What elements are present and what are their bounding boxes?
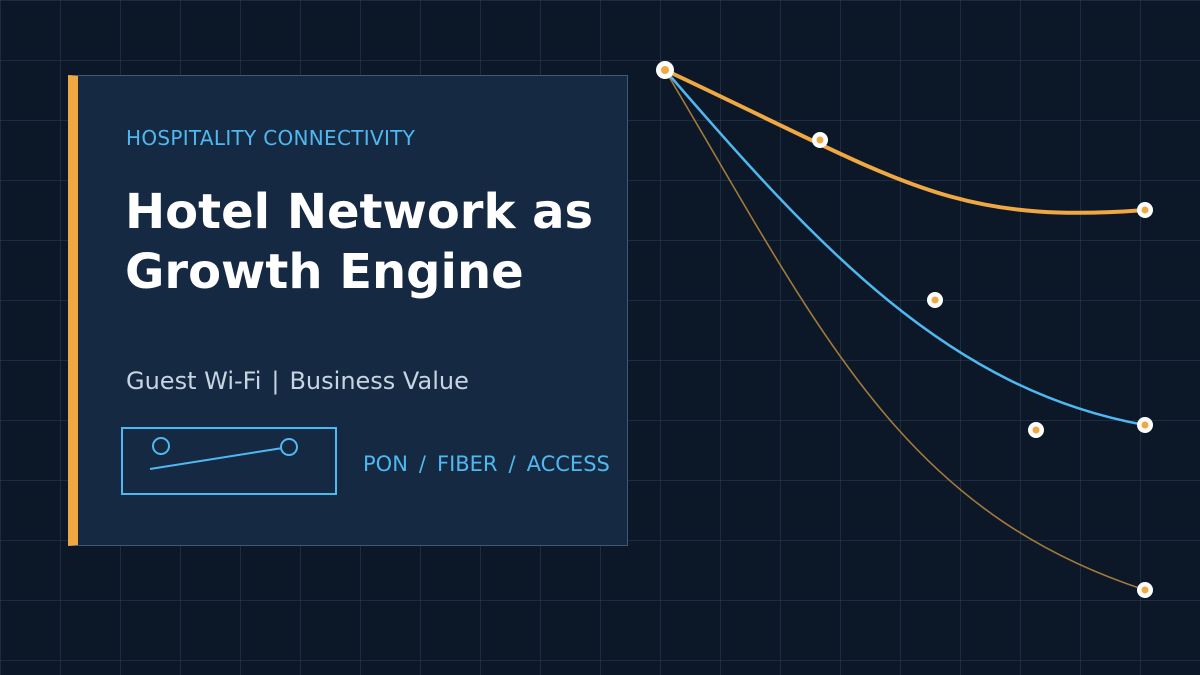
network-node [927,292,943,308]
tag-line: PON / FIBER / ACCESS [363,452,610,476]
fiber-link-icon [121,427,337,495]
fiber-link-graphic [149,437,298,470]
network-link-blue [664,69,1146,427]
subtitle-left: Guest Wi-Fi [126,367,262,395]
title-card: HOSPITALITY CONNECTIVITY Hotel Network a… [68,75,628,546]
tag-access: ACCESS [526,452,610,476]
network-node-origin [656,61,674,79]
network-node [1028,422,1044,438]
subtitle-right: Business Value [289,367,469,395]
page-title: Hotel Network as Growth Engine [125,184,594,300]
subtitle-separator: | [271,367,280,395]
subtitle: Guest Wi-Fi | Business Value [126,367,469,395]
network-node [1137,202,1153,218]
tag-fiber: FIBER [436,452,498,476]
tag-pon: PON [363,452,408,476]
tag-separator: / [418,452,426,476]
network-node [1137,417,1153,433]
tag-separator: / [508,452,516,476]
eyebrow-label: HOSPITALITY CONNECTIVITY [126,126,416,150]
network-link-orange [664,68,1146,215]
network-link-thin-orange [664,69,1146,591]
network-node [1137,582,1153,598]
network-node [812,132,828,148]
